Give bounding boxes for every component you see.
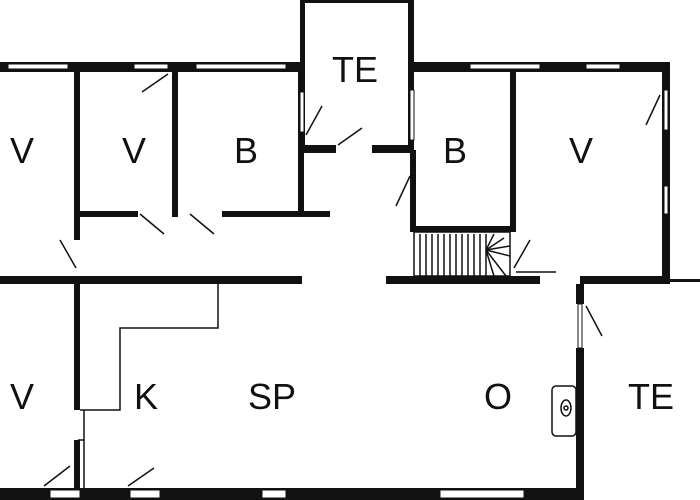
kitchen-counter: [78, 284, 219, 488]
room-label-v4: V: [10, 376, 34, 417]
room-label-o: O: [484, 376, 512, 417]
room-label-v2: V: [122, 130, 146, 171]
room-label-b1: B: [234, 130, 258, 171]
room-label-sp: SP: [248, 376, 296, 417]
room-label-b2: B: [443, 130, 467, 171]
room-label-v1: V: [10, 130, 34, 171]
doors: [43, 73, 661, 487]
windows: [7, 63, 669, 499]
room-label-v3: V: [569, 130, 593, 171]
room-label-k: K: [134, 376, 158, 417]
fireplace-icon: [551, 385, 577, 437]
room-label-te1: TE: [332, 49, 378, 90]
room-label-te2: TE: [628, 376, 674, 417]
staircase: [413, 231, 511, 277]
room-labels: V V B TE B V V K SP O TE: [10, 49, 674, 417]
